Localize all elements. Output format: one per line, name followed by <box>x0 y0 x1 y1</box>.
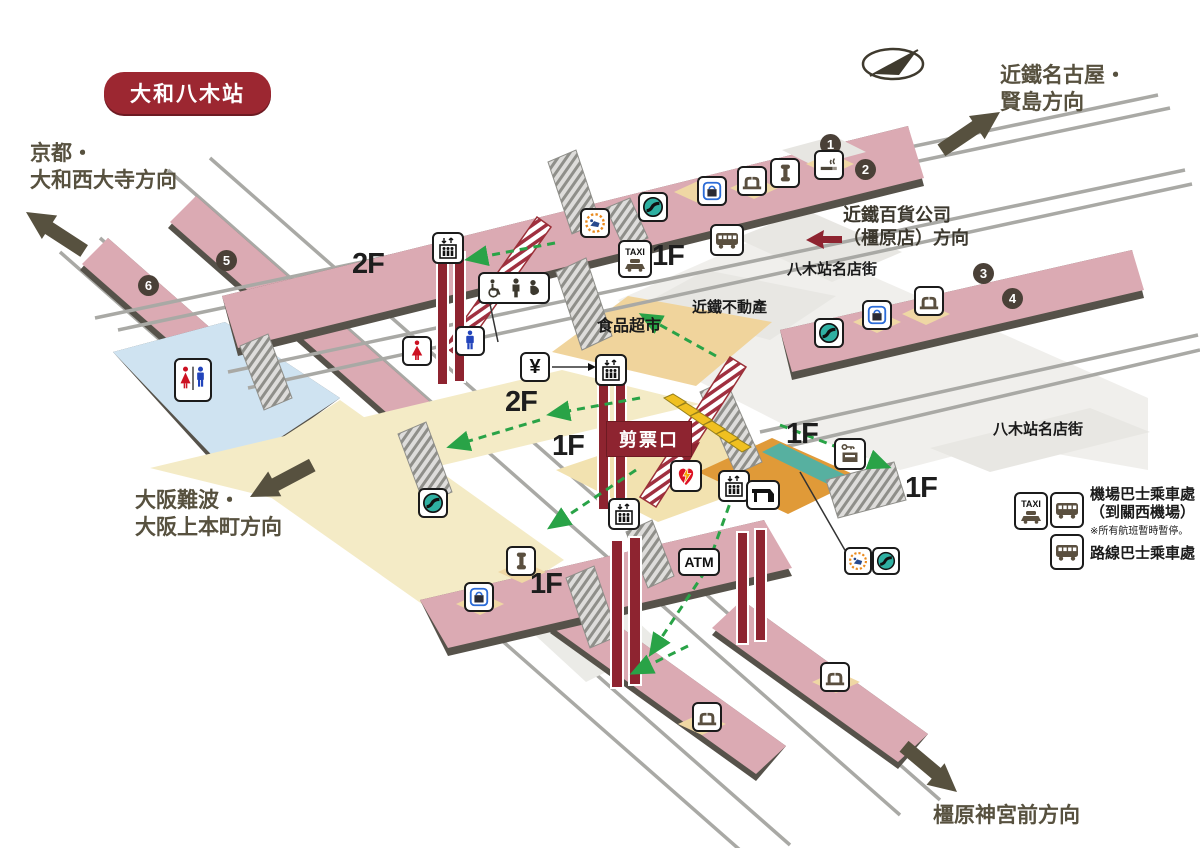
compass-icon <box>861 47 925 81</box>
airport-bus-icon <box>1050 492 1084 528</box>
route-arrows <box>446 241 892 675</box>
mens-toilet-icon <box>455 326 485 356</box>
area-label-yagi-street-upper: 八木站名店街 <box>787 261 878 278</box>
ticket-gate-machines <box>662 393 752 453</box>
area-label-food-market: 食品超市 <box>597 318 662 335</box>
taxi-label: TAXI <box>625 246 645 257</box>
floor-label-2f-concourse: 2F <box>505 386 538 418</box>
floor-label-2f-upper: 2F <box>352 248 385 280</box>
baby-icon <box>530 280 540 296</box>
direction-dept-line2: （橿原店）方向 <box>843 228 969 249</box>
route-bus-icon <box>1050 534 1084 570</box>
platform-number-5: 5 <box>216 250 237 271</box>
direction-kyoto-line2: 大和西大寺方向 <box>30 169 177 193</box>
floor-label-1f-south: 1F <box>530 568 563 600</box>
ticket-gate-label: 剪票口 <box>606 421 692 457</box>
direction-label-kyoto: 京都・ 大和西大寺方向 <box>30 140 177 195</box>
kiosk-shop-icon <box>697 176 727 206</box>
arrow-osaka <box>250 458 316 497</box>
legend-airport-bus-note: ※所有航班暫時暫停。 <box>1090 526 1189 537</box>
ramp-slope-icon <box>418 488 448 518</box>
wheelchair-icon <box>488 279 501 298</box>
drinking-fountain-icon <box>914 286 944 316</box>
accessible-restroom-sign <box>478 272 550 304</box>
pointer-lines <box>489 303 847 553</box>
platform-number-1: 1 <box>820 134 841 155</box>
elevator-icon <box>608 498 640 530</box>
legend-airport-bus: 機場巴士乘車處 （到關西機場） ※所有航班暫時暫停。 <box>1090 486 1195 537</box>
direction-nagoya-line1: 近鐵名古屋・ <box>1000 64 1126 87</box>
smoking-area-icon <box>814 150 844 180</box>
direction-label-osaka: 大阪難波・ 大阪上本町方向 <box>135 487 282 542</box>
legend-route-bus: 路線巴士乘車處 <box>1090 545 1196 562</box>
arrow-kyoto <box>26 212 88 257</box>
elevator-icon <box>432 232 464 264</box>
arrow-kashihara <box>899 740 957 792</box>
elevator-icon <box>595 354 627 386</box>
station-name-badge: 大和八木站 <box>104 72 271 114</box>
direction-dept-line1: 近鐵百貨公司 <box>843 205 951 225</box>
atm-label: ATM <box>684 554 714 570</box>
platform-number-4: 4 <box>1002 288 1023 309</box>
coin-locker-icon <box>834 438 866 470</box>
restrooms-icon <box>174 358 212 402</box>
direction-nagoya-line2: 賢島方向 <box>1000 91 1084 115</box>
ramp-slope-icon <box>814 318 844 348</box>
area-label-real-estate: 近鐵不動產 <box>692 299 768 316</box>
direction-kyoto-line1: 京都・ <box>30 142 93 165</box>
platform-3-4 <box>780 250 1144 380</box>
aed-icon <box>670 460 702 492</box>
area-label-yagi-street-right: 八木站名店街 <box>993 421 1084 438</box>
platform-number-6: 6 <box>138 275 159 296</box>
direction-label-nagoya: 近鐵名古屋・ 賢島方向 <box>1000 62 1126 117</box>
direction-label-dept-store: 近鐵百貨公司 （橿原店）方向 <box>843 204 969 251</box>
public-phone-icon <box>770 158 800 188</box>
yen-symbol: ¥ <box>529 355 541 378</box>
kiosk-shop-icon <box>862 300 892 330</box>
platform-number-3: 3 <box>973 263 994 284</box>
floor-label-1f-concourse: 1F <box>552 430 585 462</box>
floor-label-1f-upper: 1F <box>652 240 685 272</box>
drinking-fountain-icon <box>820 662 850 692</box>
direction-osaka-line2: 大阪上本町方向 <box>135 516 282 540</box>
taxi-stand-icon: TAXI <box>618 240 652 278</box>
arrow-nagoya <box>937 112 1000 157</box>
drinking-fountain-icon <box>692 702 722 732</box>
floor-label-1f-street: 1F <box>905 472 938 504</box>
public-phone-icon <box>506 546 536 576</box>
legend-airport-bus-line1: 機場巴士乘車處 <box>1090 486 1196 503</box>
kiosk-shop-icon <box>464 582 494 612</box>
taxi-label: TAXI <box>1021 498 1041 509</box>
direction-arrows <box>26 112 1000 792</box>
direction-osaka-line1: 大阪難波・ <box>135 489 240 512</box>
stair-lift-icon <box>844 547 872 575</box>
womens-toilet-icon <box>402 336 432 366</box>
platform-number-2: 2 <box>855 159 876 180</box>
drinking-fountain-icon <box>737 166 767 196</box>
legend-airport-bus-line2: （到關西機場） <box>1090 504 1196 521</box>
atm-icon: ATM <box>678 548 720 576</box>
yen-pointer-arrowhead <box>588 363 596 371</box>
adult-icon <box>512 278 520 298</box>
ticket-machine-icon: ¥ <box>520 352 550 382</box>
floor-label-1f-east: 1F <box>786 418 819 450</box>
arrow-dept-store <box>806 230 842 249</box>
taxi-stand-icon: TAXI <box>1014 492 1048 530</box>
ramp-slope-icon <box>872 547 900 575</box>
bus-stop-icon <box>710 224 744 256</box>
ramp-slope-icon <box>638 192 668 222</box>
stair-lift-icon <box>580 208 610 238</box>
direction-label-kashihara: 橿原神宮前方向 <box>933 804 1080 827</box>
ticket-window-icon <box>746 480 780 510</box>
